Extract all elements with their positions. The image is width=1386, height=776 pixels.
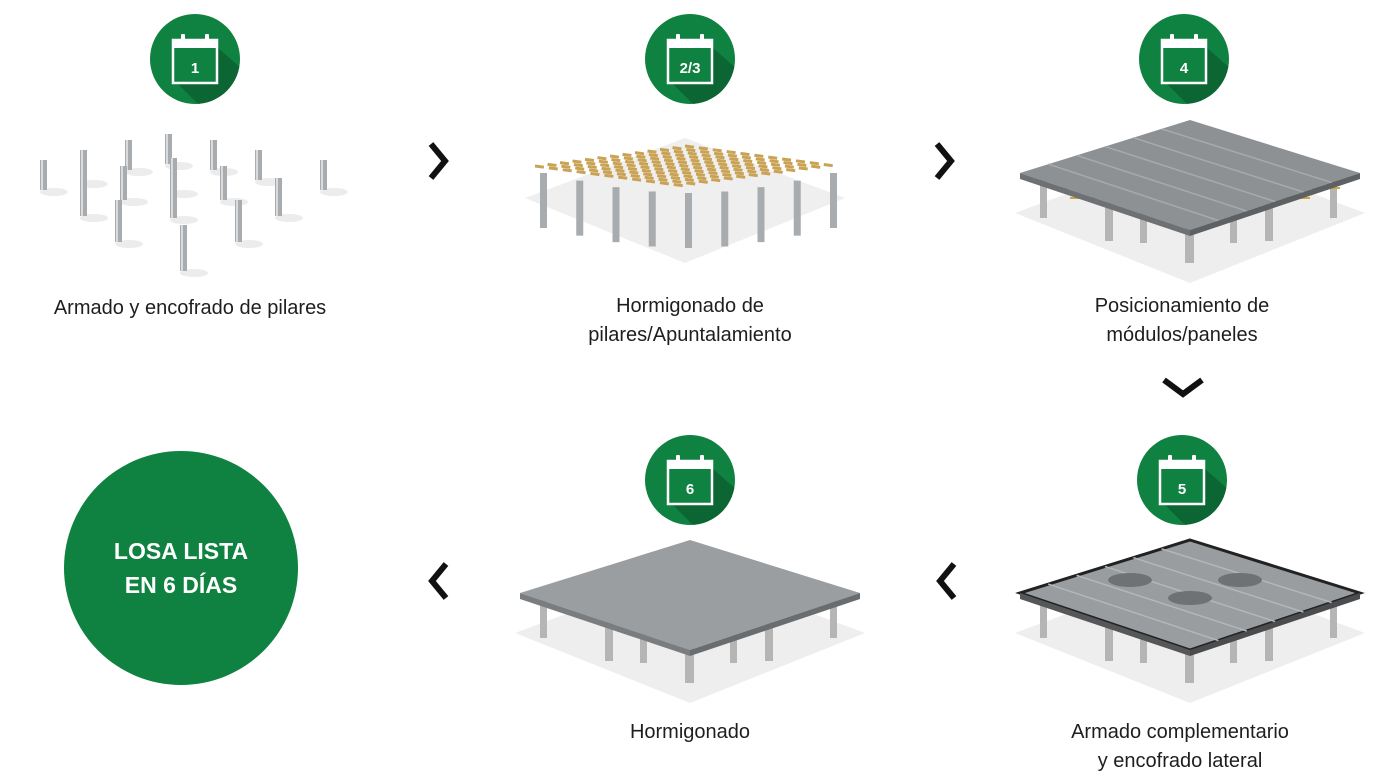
- step-2-3-caption-line-1: Hormigonado de: [616, 295, 764, 317]
- step-2-3-day-badge: 2/3: [645, 14, 735, 104]
- pillars-illustration: [20, 120, 360, 280]
- svg-text:4: 4: [1180, 60, 1189, 77]
- svg-text:5: 5: [1178, 481, 1186, 498]
- calendar-icon: 6: [645, 435, 735, 525]
- final-result-badge: LOSA LISTA EN 6 DÍAS: [64, 451, 298, 685]
- step-2-3-caption: Hormigonado de pilares/Apuntalamiento: [520, 292, 860, 350]
- step-1-caption: Armado y encofrado de pilares: [20, 294, 360, 323]
- svg-text:1: 1: [191, 60, 199, 77]
- step-5-day-badge: 5: [1137, 435, 1227, 525]
- calendar-icon: 4: [1139, 14, 1229, 104]
- calendar-icon: 2/3: [645, 14, 735, 104]
- calendar-icon: 5: [1137, 435, 1227, 525]
- reinforcement-illustration: [1010, 538, 1370, 708]
- svg-text:2/3: 2/3: [680, 60, 701, 77]
- final-line-1: LOSA LISTA: [113, 538, 249, 564]
- calendar-icon: 1: [150, 14, 240, 104]
- final-line-2: EN 6 DÍAS: [124, 572, 238, 598]
- step-2-3-caption-line-2: pilares/Apuntalamiento: [588, 324, 792, 346]
- step-5-caption-line-2: y encofrado lateral: [1097, 750, 1263, 772]
- step-6-day-badge: 6: [645, 435, 735, 525]
- step-6-caption-line: Hormigonado: [629, 721, 751, 743]
- step-5-caption: Armado complementario y encofrado latera…: [1010, 718, 1350, 776]
- step-4-day-badge: 4: [1139, 14, 1229, 104]
- shoring-illustration: [515, 118, 855, 288]
- step-4-caption: Posicionamiento de módulos/paneles: [1012, 292, 1352, 350]
- chevron-down-icon: [1160, 376, 1206, 398]
- step-5-caption-line-1: Armado complementario: [1071, 721, 1289, 743]
- chevron-right-icon: [427, 140, 449, 182]
- step-6-caption: Hormigonado: [520, 718, 860, 747]
- step-1-day-badge: 1: [150, 14, 240, 104]
- chevron-left-icon: [428, 560, 450, 602]
- step-4-caption-line-2: módulos/paneles: [1106, 324, 1258, 346]
- step-4-caption-line-1: Posicionamiento de: [1094, 295, 1270, 317]
- slab-illustration: [510, 538, 870, 708]
- chevron-left-icon: [936, 560, 958, 602]
- chevron-right-icon: [933, 140, 955, 182]
- step-1-caption-line: Armado y encofrado de pilares: [53, 297, 327, 319]
- panels-illustration: [1010, 118, 1370, 288]
- svg-text:6: 6: [686, 481, 694, 498]
